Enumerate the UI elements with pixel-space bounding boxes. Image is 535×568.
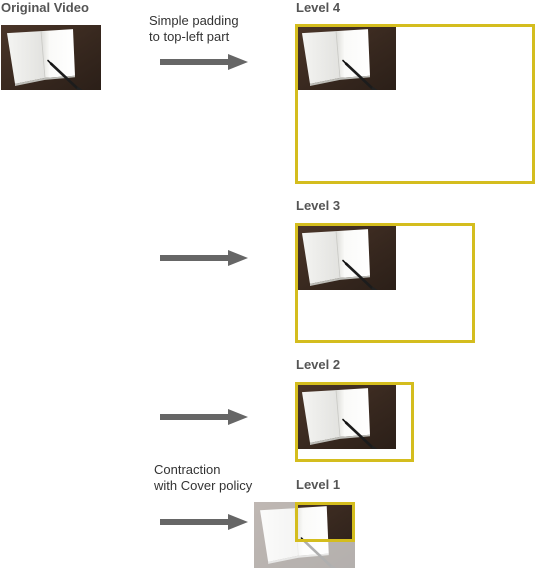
- level-3-label: Level 3: [296, 198, 341, 213]
- level-3-frame: [295, 223, 475, 343]
- contraction-caption-line1: Contraction: [154, 462, 221, 477]
- contraction-caption-line2: with Cover policy: [154, 478, 253, 493]
- original-video-title: Original Video: [1, 0, 89, 15]
- right-arrow-icon: [160, 54, 248, 70]
- level-1-label: Level 1: [296, 477, 341, 492]
- padding-caption-line1: Simple padding: [149, 13, 239, 28]
- level-4-label: Level 4: [296, 0, 341, 15]
- padding-caption-line2: to top-left part: [149, 29, 230, 44]
- padding-caption: Simple padding to top-left part: [149, 13, 239, 45]
- right-arrow-icon: [160, 409, 248, 425]
- level-2-frame: [295, 382, 414, 462]
- level-1-frame: [295, 502, 355, 542]
- right-arrow-icon: [160, 514, 248, 530]
- contraction-caption: Contraction with Cover policy: [154, 462, 252, 494]
- original-video-thumbnail: [1, 25, 101, 90]
- right-arrow-icon: [160, 250, 248, 266]
- level-4-frame: [295, 24, 535, 184]
- level-2-label: Level 2: [296, 357, 341, 372]
